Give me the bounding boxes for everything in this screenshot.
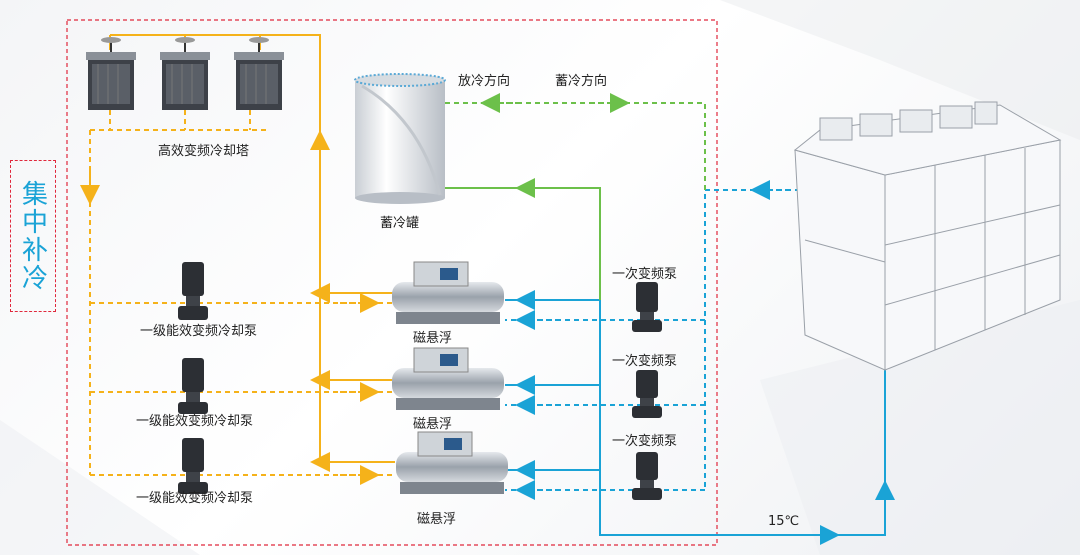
- chillers: [392, 261, 508, 494]
- cooling-pumps: [178, 262, 208, 494]
- cooling-tower-label: 高效变频冷却塔: [158, 144, 250, 159]
- cooling-pump: [178, 358, 208, 414]
- storage-lines: [445, 93, 706, 300]
- chiller-unit: [396, 431, 508, 494]
- primary-pump: [632, 452, 662, 500]
- cooling-pump: [178, 262, 208, 320]
- cooling-pump-label: 一级能效变频冷却泵: [136, 414, 254, 429]
- data-center-container: [793, 101, 1062, 371]
- cooling-tower: [160, 37, 210, 110]
- tank-label: 蓄冷罐: [380, 216, 420, 231]
- primary-pump: [632, 282, 662, 332]
- chiller-label: 磁悬浮: [413, 417, 453, 432]
- system-frame: [66, 19, 718, 546]
- side-label: 集中补冷: [17, 180, 48, 292]
- chiller-unit: [392, 261, 504, 324]
- chiller-unit: [392, 347, 504, 410]
- cooling-towers: [86, 37, 284, 110]
- cooling-pump-label: 一级能效变频冷却泵: [140, 324, 258, 339]
- temperature-label: 15℃: [768, 514, 800, 529]
- primary-pumps: [632, 282, 662, 500]
- centralized-supplement-cooling-box: 集中补冷: [10, 160, 56, 312]
- cooling-water-lines: [80, 34, 395, 485]
- cooling-tower: [86, 37, 136, 110]
- primary-pump-label: 一次变频泵: [612, 434, 678, 449]
- cooling-tower: [234, 37, 284, 110]
- primary-pump-label: 一次变频泵: [612, 267, 678, 282]
- chiller-label: 磁悬浮: [413, 331, 453, 346]
- release-direction-label: 放冷方向: [458, 74, 511, 89]
- cooling-pump-label: 一级能效变频冷却泵: [136, 491, 254, 506]
- primary-pump: [632, 370, 662, 418]
- primary-pump-label: 一次变频泵: [612, 354, 678, 369]
- chiller-label: 磁悬浮: [417, 512, 457, 527]
- storage-direction-label: 蓄冷方向: [555, 74, 608, 89]
- cooling-pump: [178, 438, 208, 494]
- storage-tank: [354, 73, 446, 204]
